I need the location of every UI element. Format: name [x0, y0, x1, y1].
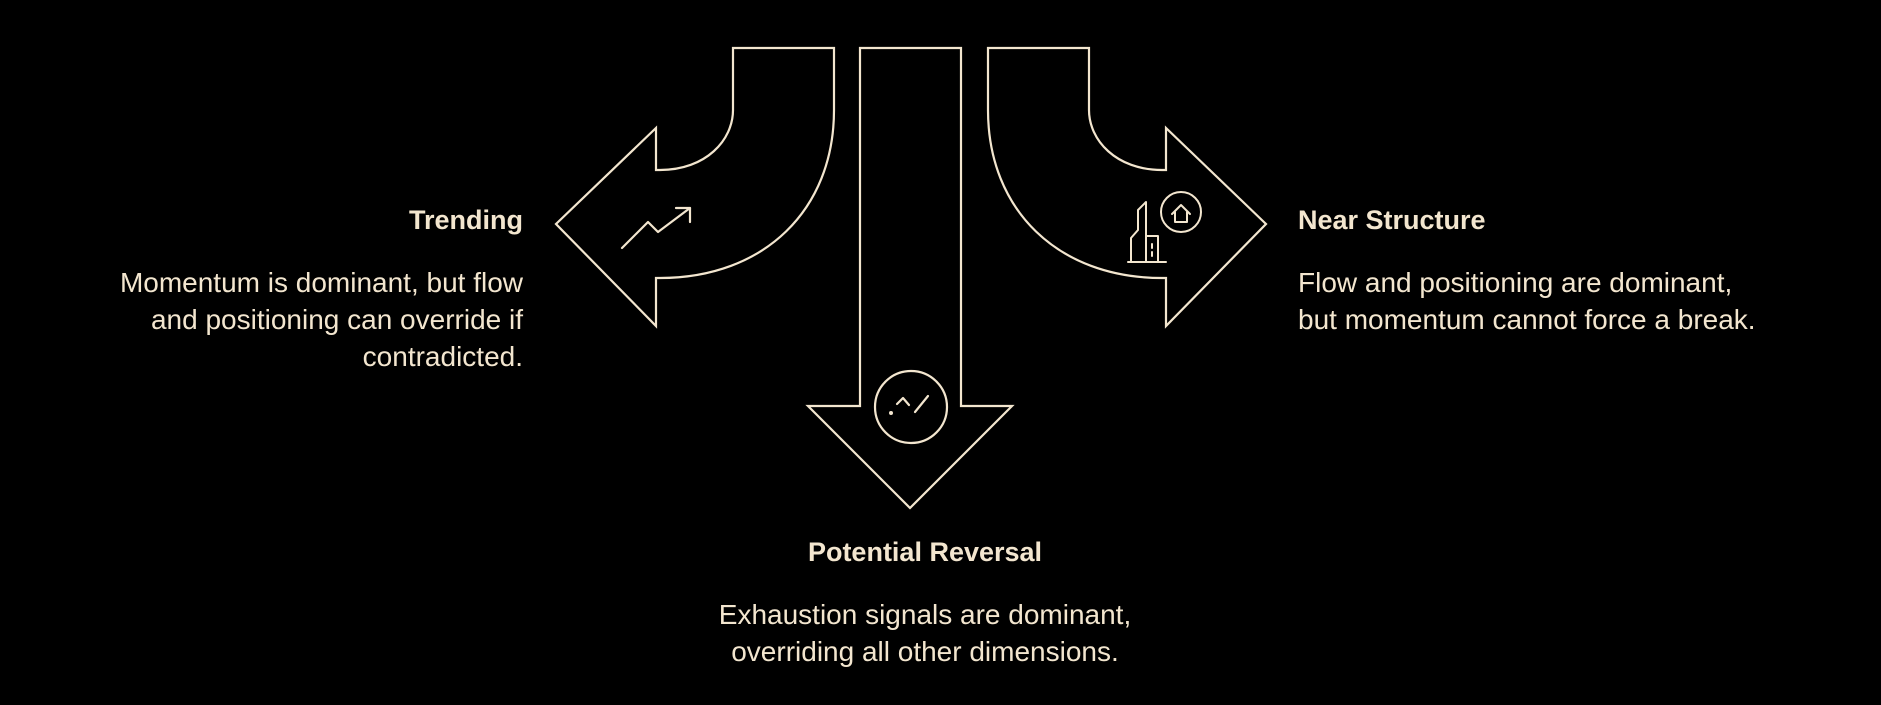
near-structure-description: Flow and positioning are dominant, but m…: [1298, 264, 1858, 338]
potential-reversal-description-line: Exhaustion signals are dominant,: [718, 599, 1132, 630]
near-structure-description-line: Flow and positioning are dominant,: [1298, 267, 1733, 298]
potential-reversal-title: Potential Reversal: [807, 537, 1043, 567]
trending-block: Trending Momentum is dominant, but flow …: [3, 204, 523, 375]
near-structure-block: Near Structure Flow and positioning are …: [1298, 204, 1858, 338]
trending-description: Momentum is dominant, but flow and posit…: [3, 264, 523, 375]
trend-up-icon: [620, 206, 692, 250]
potential-reversal-block: Potential Reversal Exhaustion signals ar…: [640, 536, 1210, 670]
potential-reversal-description: Exhaustion signals are dominant, overrid…: [640, 596, 1210, 670]
potential-reversal-description-line: overriding all other dimensions.: [731, 636, 1119, 667]
trending-description-line: and positioning can override if: [150, 304, 523, 335]
center-down-arrow: [805, 46, 1015, 510]
near-structure-description-line: but momentum cannot force a break.: [1298, 304, 1756, 335]
reversal-chart-icon: [873, 369, 949, 445]
near-structure-title: Near Structure: [1298, 205, 1486, 235]
trending-title: Trending: [409, 205, 523, 235]
building-home-icon: [1127, 191, 1202, 263]
trending-description-line: contradicted.: [362, 341, 523, 372]
left-curved-arrow: [554, 46, 836, 329]
trending-description-line: Momentum is dominant, but flow: [119, 267, 523, 298]
right-curved-arrow: [986, 46, 1268, 329]
